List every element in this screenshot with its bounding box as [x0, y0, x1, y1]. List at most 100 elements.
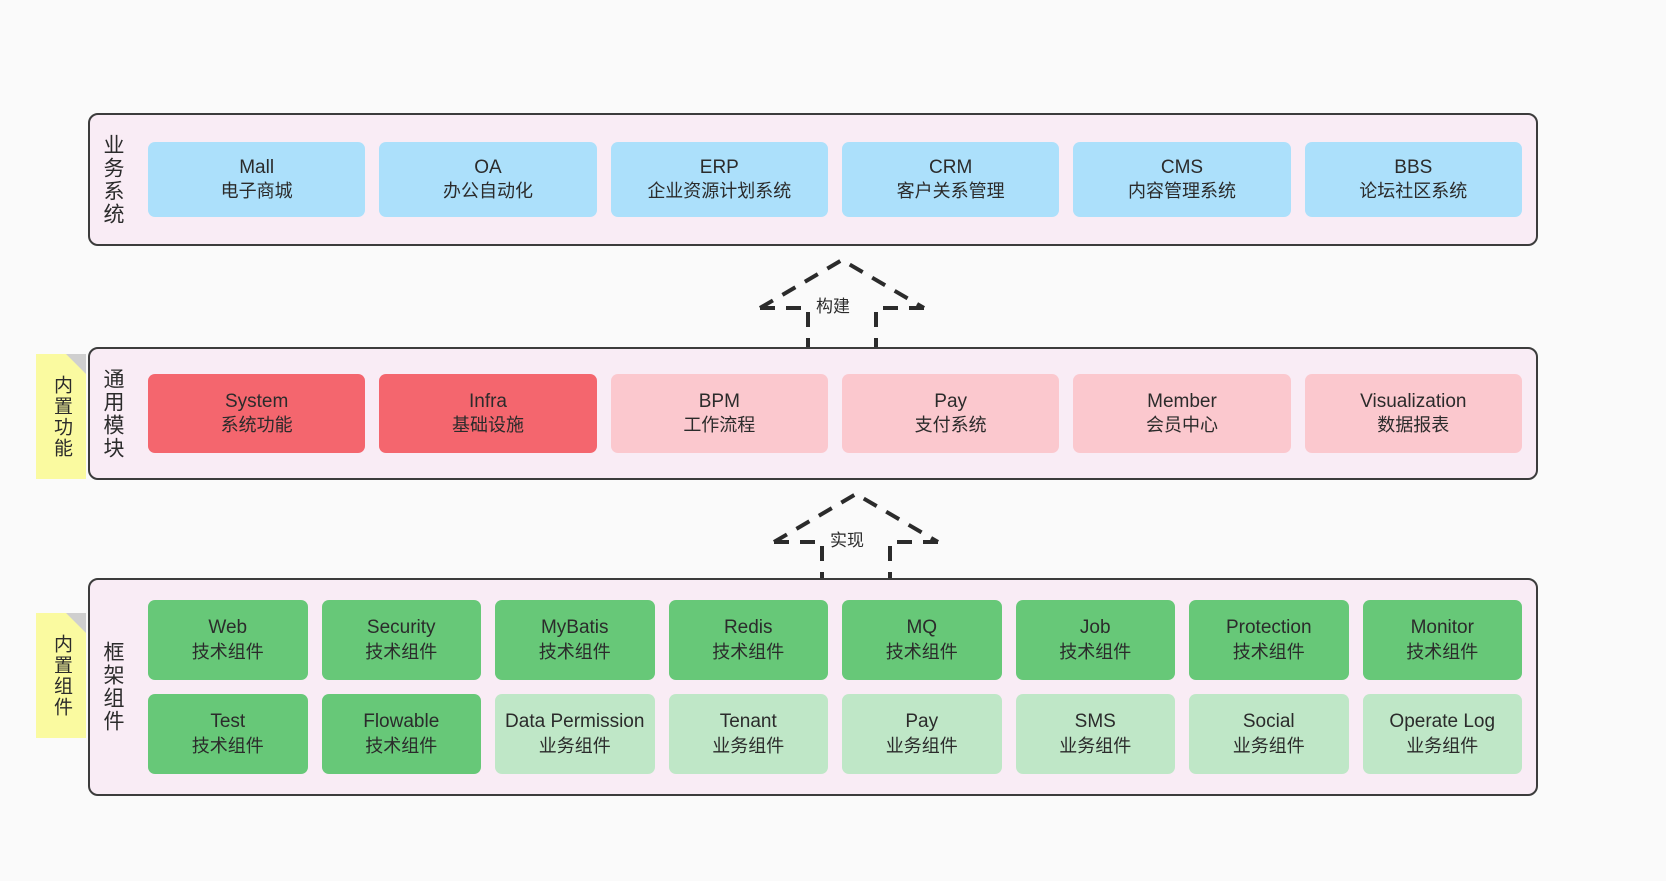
- card-bpm-name: BPM: [698, 390, 740, 412]
- card-tenant[interactable]: Tenant 业务组件: [668, 694, 828, 774]
- card-cms[interactable]: CMS 内容管理系统: [1073, 142, 1291, 217]
- card-pay-module-name: Pay: [934, 390, 968, 412]
- card-oa-name: OA: [474, 156, 502, 178]
- card-pay-module[interactable]: Pay 支付系统: [841, 374, 1060, 453]
- card-pay-component-name: Pay: [905, 711, 939, 733]
- card-visualization-name: Visualization: [1360, 390, 1467, 412]
- card-protection-desc: 技术组件: [1232, 641, 1305, 662]
- card-data-permission-desc: 业务组件: [538, 735, 611, 756]
- card-system[interactable]: System 系统功能: [148, 374, 366, 453]
- card-cms-desc: 内容管理系统: [1127, 181, 1236, 202]
- card-operate-log[interactable]: Operate Log 业务组件: [1362, 694, 1522, 774]
- card-mall-name: Mall: [239, 156, 275, 178]
- card-sms-desc: 业务组件: [1059, 735, 1132, 756]
- card-member-name: Member: [1147, 390, 1217, 412]
- arrow-build: 构建: [752, 256, 932, 348]
- card-pay-component[interactable]: Pay 业务组件: [842, 694, 1002, 774]
- card-system-name: System: [224, 390, 289, 412]
- sticky-fold-icon: [66, 613, 86, 633]
- card-protection[interactable]: Protection 技术组件: [1189, 600, 1349, 680]
- card-mall[interactable]: Mall 电子商城: [148, 142, 366, 217]
- arrow-build-label: 构建: [814, 292, 852, 317]
- card-bbs[interactable]: BBS 论坛社区系统: [1304, 142, 1522, 217]
- card-erp-name: ERP: [699, 156, 739, 178]
- card-web-name: Web: [208, 617, 248, 639]
- card-flowable[interactable]: Flowable 技术组件: [321, 694, 481, 774]
- card-mq-desc: 技术组件: [885, 641, 958, 662]
- card-mall-desc: 电子商城: [220, 181, 293, 202]
- card-security[interactable]: Security 技术组件: [321, 600, 481, 680]
- card-bbs-desc: 论坛社区系统: [1359, 181, 1468, 202]
- card-crm-desc: 客户关系管理: [896, 181, 1005, 202]
- sticky-note-builtin-components-text: 内置组件: [50, 633, 72, 718]
- card-erp[interactable]: ERP 企业资源计划系统: [610, 142, 828, 217]
- card-bbs-name: BBS: [1394, 156, 1433, 178]
- card-redis[interactable]: Redis 技术组件: [668, 600, 828, 680]
- card-social[interactable]: Social 业务组件: [1189, 694, 1349, 774]
- card-redis-name: Redis: [723, 617, 773, 639]
- card-flowable-desc: 技术组件: [365, 735, 438, 756]
- card-member[interactable]: Member 会员中心: [1073, 374, 1291, 453]
- card-monitor[interactable]: Monitor 技术组件: [1362, 600, 1522, 680]
- card-job[interactable]: Job 技术组件: [1015, 600, 1175, 680]
- card-visualization[interactable]: Visualization 数据报表: [1304, 374, 1522, 453]
- card-infra-desc: 基础设施: [451, 415, 524, 436]
- card-security-desc: 技术组件: [365, 641, 438, 662]
- card-flowable-name: Flowable: [363, 711, 440, 733]
- card-operate-log-name: Operate Log: [1389, 711, 1496, 733]
- sticky-note-builtin-functions: 内置功能: [36, 354, 86, 479]
- card-social-name: Social: [1242, 711, 1295, 733]
- card-pay-module-desc: 支付系统: [914, 415, 987, 436]
- card-oa[interactable]: OA 办公自动化: [379, 142, 597, 217]
- card-security-name: Security: [366, 617, 436, 639]
- card-test-name: Test: [210, 711, 246, 733]
- card-mybatis-name: MyBatis: [540, 617, 609, 639]
- sticky-fold-icon: [66, 354, 86, 374]
- layer-framework-components: 框架组件 Web 技术组件 Security 技术组件 MyBatis 技术组件…: [88, 578, 1538, 796]
- card-infra-name: Infra: [468, 390, 507, 412]
- layer-framework-components-cards: Web 技术组件 Security 技术组件 MyBatis 技术组件 Redi…: [134, 580, 1536, 794]
- card-system-desc: 系统功能: [220, 415, 293, 436]
- card-cms-name: CMS: [1160, 156, 1204, 178]
- card-monitor-name: Monitor: [1410, 617, 1474, 639]
- card-data-permission[interactable]: Data Permission 业务组件: [495, 694, 655, 774]
- sticky-note-builtin-components: 内置组件: [36, 613, 86, 738]
- card-web[interactable]: Web 技术组件: [148, 600, 308, 680]
- card-member-desc: 会员中心: [1145, 415, 1218, 436]
- layer-common-modules-cards: System 系统功能 Infra 基础设施 BPM 工作流程 Pay 支付系统…: [134, 349, 1536, 478]
- card-infra[interactable]: Infra 基础设施: [379, 374, 597, 453]
- layer-business-system-label: 业务系统: [101, 133, 125, 226]
- layer-business-system-cards: Mall 电子商城 OA 办公自动化 ERP 企业资源计划系统 CRM 客户关系…: [134, 115, 1536, 244]
- sticky-note-builtin-functions-text: 内置功能: [50, 374, 72, 459]
- layer-business-system: 业务系统 Mall 电子商城 OA 办公自动化 ERP 企业资源计划系统 CRM…: [88, 113, 1538, 246]
- card-test[interactable]: Test 技术组件: [148, 694, 308, 774]
- card-tenant-name: Tenant: [719, 711, 777, 733]
- card-pay-component-desc: 业务组件: [885, 735, 958, 756]
- card-job-desc: 技术组件: [1059, 641, 1132, 662]
- card-operate-log-desc: 业务组件: [1406, 735, 1479, 756]
- card-web-desc: 技术组件: [191, 641, 264, 662]
- card-redis-desc: 技术组件: [712, 641, 785, 662]
- card-sms[interactable]: SMS 业务组件: [1015, 694, 1175, 774]
- card-data-permission-name: Data Permission: [505, 711, 645, 733]
- card-sms-name: SMS: [1074, 711, 1116, 733]
- card-crm-name: CRM: [929, 156, 973, 178]
- card-monitor-desc: 技术组件: [1406, 641, 1479, 662]
- framework-row-business: Test 技术组件 Flowable 技术组件 Data Permission …: [148, 694, 1522, 774]
- layer-common-modules: 通用模块 System 系统功能 Infra 基础设施 BPM 工作流程 Pay…: [88, 347, 1538, 480]
- card-mq-name: MQ: [906, 617, 938, 639]
- card-protection-name: Protection: [1225, 617, 1312, 639]
- card-job-name: Job: [1079, 617, 1111, 639]
- card-bpm[interactable]: BPM 工作流程: [610, 374, 828, 453]
- layer-framework-components-label: 框架组件: [101, 641, 125, 733]
- card-bpm-desc: 工作流程: [683, 415, 756, 436]
- framework-row-tech: Web 技术组件 Security 技术组件 MyBatis 技术组件 Redi…: [148, 600, 1522, 680]
- card-crm[interactable]: CRM 客户关系管理: [841, 142, 1060, 217]
- card-mq[interactable]: MQ 技术组件: [842, 600, 1002, 680]
- arrow-implement: 实现: [766, 490, 946, 582]
- card-oa-desc: 办公自动化: [442, 181, 533, 202]
- card-mybatis[interactable]: MyBatis 技术组件: [495, 600, 655, 680]
- card-tenant-desc: 业务组件: [712, 735, 785, 756]
- layer-common-modules-label: 通用模块: [101, 367, 125, 460]
